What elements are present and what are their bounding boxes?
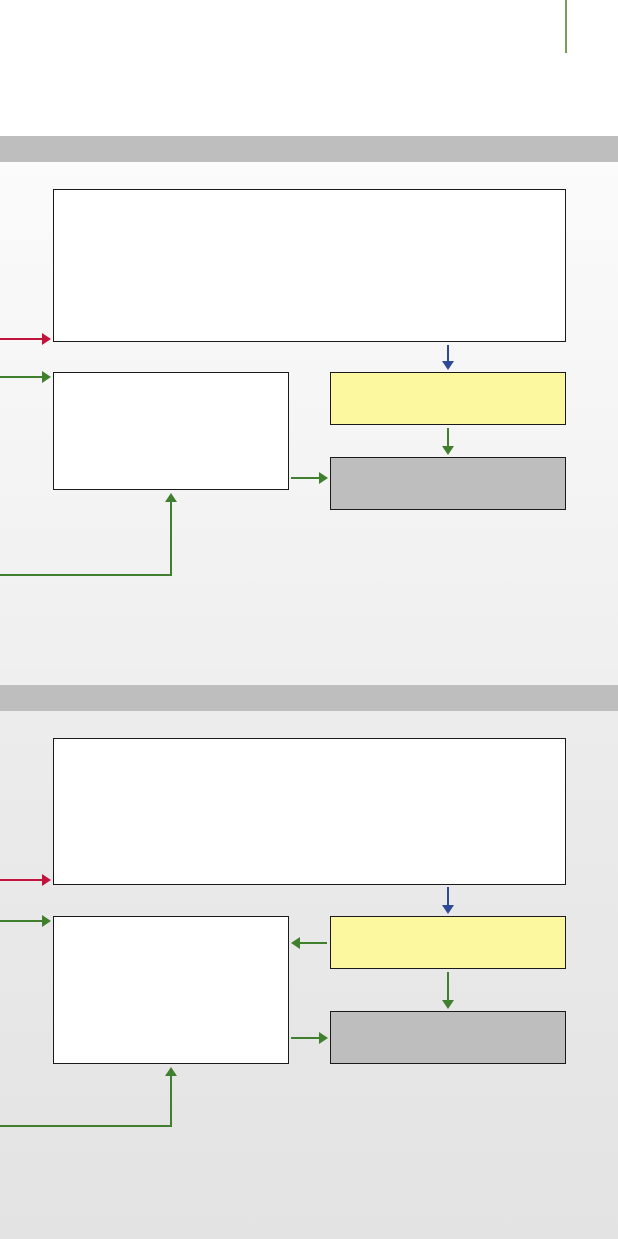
section-1-header-band (0, 136, 618, 162)
section-2-gray-box (330, 1011, 566, 1064)
section-1-yellow-box (330, 372, 566, 425)
section-1-left-box (53, 372, 289, 490)
header-area (0, 0, 618, 136)
section-1-gray-box (330, 457, 566, 510)
section-2-left-box (53, 916, 289, 1064)
section-2-main-box (53, 738, 566, 885)
section-2-header-band (0, 685, 618, 711)
section-1-main-box (53, 189, 566, 342)
header-vertical-rule (565, 0, 567, 53)
section-2-yellow-box (330, 916, 566, 969)
